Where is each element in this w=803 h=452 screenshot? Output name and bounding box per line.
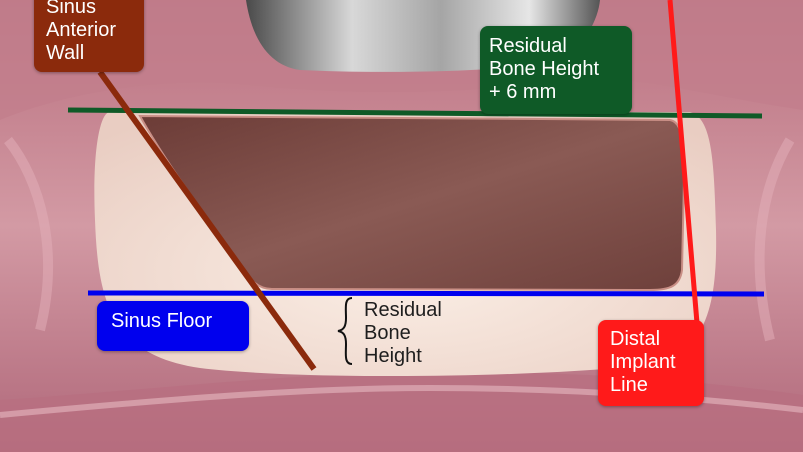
sinus-anterior-wall-label: Sinus Anterior Wall [34, 0, 144, 72]
residual-bone-height-plus-line-1: Residual [489, 35, 567, 57]
distal-implant-line-2: Implant [610, 351, 676, 373]
distal-implant-line-1: Distal [610, 328, 661, 350]
residual-bone-height-line-1: Residual [364, 299, 442, 321]
residual-bone-height-plus-6mm-line [67, 107, 763, 119]
right-tissue-highlight [754, 137, 795, 342]
distal-implant-line-label: Distal Implant Line [598, 320, 704, 406]
residual-bone-height-annotation: Residual Bone Height [364, 299, 442, 368]
residual-bone-height-line-3: Height [364, 345, 422, 367]
sinus-floor-line [87, 290, 765, 297]
distal-implant-line-3: Line [610, 374, 648, 396]
sinus-anterior-wall-line-3: Wall [46, 42, 85, 64]
residual-bone-height-plus-line-3: + 6 mm [489, 81, 557, 103]
residual-bone-height-plus-line-2: Bone Height [489, 58, 600, 80]
curly-brace-icon [337, 297, 353, 365]
left-tissue-highlight [4, 136, 53, 332]
distal-implant-line [667, 0, 700, 324]
sinus-anterior-wall-line [97, 70, 317, 371]
residual-bone-height-plus-6mm-label: Residual Bone Height + 6 mm [480, 26, 632, 114]
sinus-anterior-wall-line-2: Anterior [46, 19, 117, 41]
sinus-floor-label: Sinus Floor [97, 301, 249, 351]
sinus-anterior-wall-line-1: Sinus [46, 0, 97, 18]
residual-bone-height-line-2: Bone [364, 322, 411, 344]
